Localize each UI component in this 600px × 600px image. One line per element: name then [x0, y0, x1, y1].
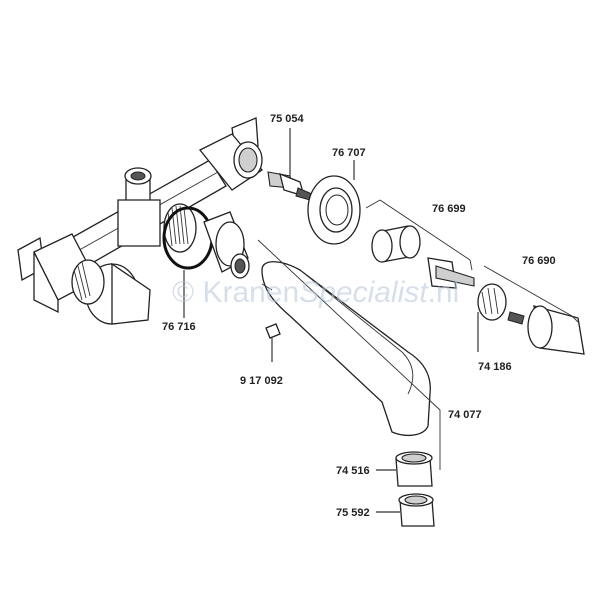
label-74186: 74 186 [478, 361, 512, 373]
concealed-body [17, 117, 263, 325]
part-74516 [376, 451, 433, 487]
watermark-suffix: .nl [428, 276, 460, 309]
label-76716: 76 716 [162, 321, 196, 333]
label-76707: 76 707 [332, 147, 366, 159]
label-74516: 74 516 [336, 465, 370, 477]
label-75054: 75 054 [270, 113, 305, 125]
part-76690 [483, 265, 585, 355]
part-917092 [265, 323, 281, 362]
part-76699 [365, 199, 475, 289]
spout-body [261, 261, 431, 437]
watermark-brand: Specialist [299, 276, 429, 309]
watermark-prefix: © Kranen [172, 276, 299, 309]
watermark: © KranenSpecialist.nl [172, 276, 459, 309]
part-76707 [307, 160, 361, 245]
label-917092: 9 17 092 [240, 375, 283, 387]
body-branch [117, 199, 161, 247]
part-75592 [376, 493, 435, 527]
label-76699: 76 699 [432, 203, 466, 215]
part-75054 [267, 128, 313, 201]
part-76716 [162, 206, 250, 318]
part-74077 [257, 239, 441, 470]
label-74077: 74 077 [448, 409, 482, 421]
part-74186 [477, 283, 525, 352]
label-75592: 75 592 [336, 507, 370, 519]
label-76690: 76 690 [522, 255, 556, 267]
